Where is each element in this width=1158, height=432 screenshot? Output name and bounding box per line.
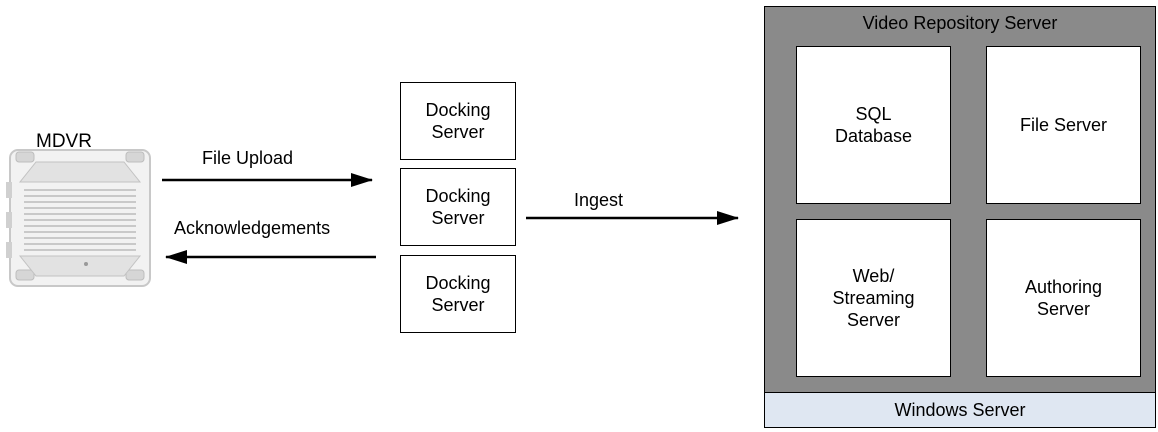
mdvr-device-icon: [6, 149, 151, 287]
sql-database-box: SQL Database: [796, 46, 951, 204]
web-streaming-server-label: Web/ Streaming Server: [832, 266, 915, 330]
video-repository-title: Video Repository Server: [862, 13, 1058, 33]
video-repository-server: Video Repository Server SQL Database Fil…: [764, 6, 1156, 428]
authoring-server-box: Authoring Server: [986, 219, 1141, 377]
windows-server-bar: Windows Server: [765, 392, 1155, 427]
file-upload-label: File Upload: [202, 148, 294, 168]
ingest-label: Ingest: [574, 190, 624, 210]
windows-server-label: Windows Server: [894, 399, 1026, 420]
web-streaming-server-box: Web/ Streaming Server: [796, 219, 951, 377]
docking-server-label: Docking Server: [425, 273, 491, 315]
file-server-label: File Server: [1019, 115, 1108, 135]
mdvr-label: MDVR: [36, 131, 92, 152]
docking-server-label: Docking Server: [425, 186, 491, 228]
docking-server-label: Docking Server: [425, 100, 491, 142]
acknowledgements-label: Acknowledgements: [174, 218, 331, 238]
docking-server-1: Docking Server: [400, 82, 516, 160]
authoring-server-label: Authoring Server: [1024, 277, 1103, 319]
docking-server-2: Docking Server: [400, 168, 516, 246]
file-server-box: File Server: [986, 46, 1141, 204]
docking-server-3: Docking Server: [400, 255, 516, 333]
sql-database-label: SQL Database: [834, 104, 913, 146]
